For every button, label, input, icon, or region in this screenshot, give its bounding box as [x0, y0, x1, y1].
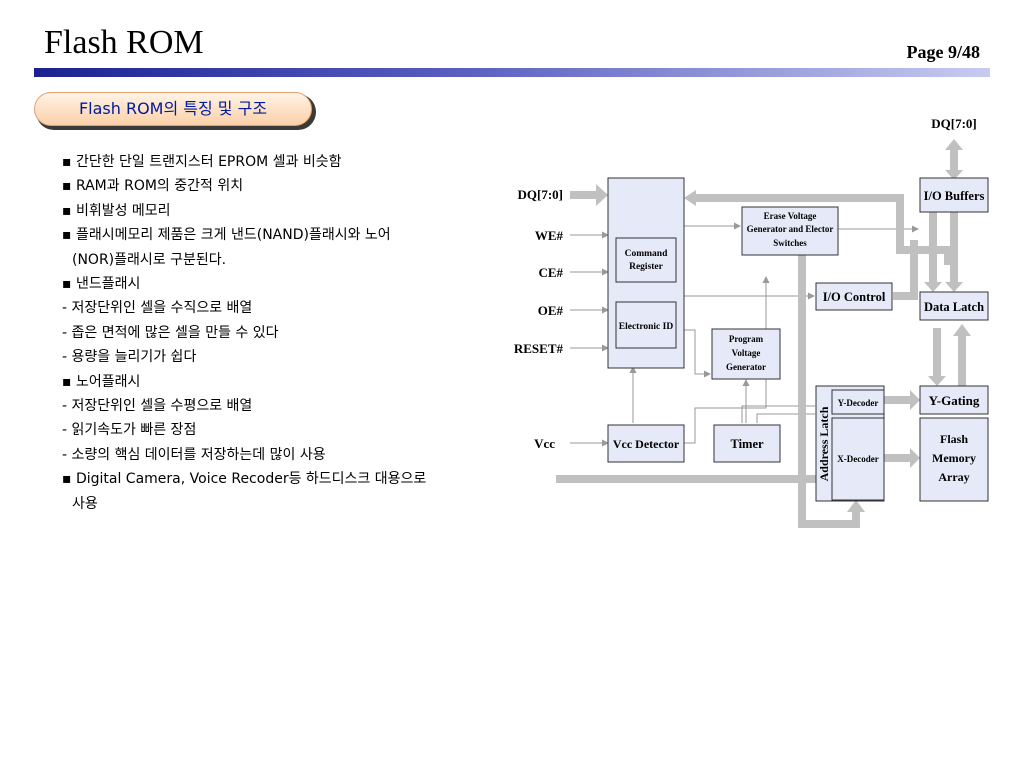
- sub-bullet-item: - 읽기속도가 빠른 장점: [62, 422, 197, 439]
- erase-voltage-line2: Generator and Elector: [747, 224, 834, 234]
- we-label: WE#: [535, 228, 564, 243]
- reset-label: RESET#: [514, 341, 564, 356]
- sub-bullet-item: - 저장단위인 셀을 수평으로 배열: [62, 398, 253, 415]
- bullet-item: ▪ Digital Camera, Voice Recoder등 하드디스크 대…: [62, 471, 427, 488]
- x-decoder-label: X-Decoder: [837, 454, 878, 464]
- program-voltage-line3: Generator: [726, 362, 766, 372]
- bullet-item: ▪ 비휘발성 메모리: [62, 202, 171, 219]
- vcc-detector-label: Vcc Detector: [613, 437, 680, 451]
- bullet-item: ▪ 노어플래시: [62, 373, 141, 390]
- vcc-label: Vcc: [534, 436, 555, 451]
- address-latch-label: Address Latch: [817, 406, 831, 481]
- y-gating-label: Y-Gating: [929, 393, 980, 408]
- command-register-line1: Command: [625, 249, 668, 259]
- title-underline-bar: [34, 68, 990, 77]
- sub-bullet-item: - 저장단위인 셀을 수직으로 배열: [62, 300, 253, 317]
- bullet-list: ▪ 간단한 단일 트랜지스터 EPROM 셀과 비슷함 ▪ RAM과 ROM의 …: [62, 150, 512, 516]
- timer-label: Timer: [730, 437, 764, 451]
- bullet-item: ▪ 플래시메모리 제품은 크게 낸드(NAND)플래시와 노어: [62, 227, 391, 244]
- flash-memory-line2: Memory: [932, 451, 976, 465]
- bullet-item: ▪ 간단한 단일 트랜지스터 EPROM 셀과 비슷함: [62, 154, 342, 170]
- sub-bullet-item: - 용량을 늘리기가 쉽다: [62, 349, 197, 366]
- data-latch-label: Data Latch: [924, 300, 984, 314]
- program-voltage-line1: Program: [729, 334, 764, 344]
- page-number: Page 9/48: [906, 42, 981, 62]
- sub-bullet-item: - 소량의 핵심 데이터를 저장하는데 많이 사용: [62, 446, 326, 463]
- electronic-id-label: Electronic ID: [619, 322, 674, 332]
- dq-input-label: DQ[7:0]: [518, 187, 564, 202]
- command-register-line2: Register: [629, 262, 664, 272]
- erase-voltage-line3: Switches: [773, 238, 807, 248]
- bullet-item: ▪ 낸드플래시: [62, 276, 141, 293]
- bullet-item-continuation: (NOR)플래시로 구분된다.: [72, 251, 227, 268]
- flash-memory-line3: Array: [938, 470, 969, 484]
- bus-arrows: [556, 139, 971, 528]
- bullet-item-continuation: 사용: [72, 495, 98, 512]
- io-buffers-label: I/O Buffers: [924, 189, 985, 203]
- page-title: Flash ROM: [44, 24, 204, 61]
- bullet-item: ▪ RAM과 ROM의 중간적 위치: [62, 178, 244, 195]
- y-decoder-label: Y-Decoder: [838, 398, 879, 408]
- oe-label: OE#: [538, 303, 564, 318]
- flash-rom-block-diagram: DQ[7:0] DQ[7:0] WE# CE# OE# RESET# Vcc C…: [514, 116, 989, 528]
- section-heading: Flash ROM의 특징 및 구조: [34, 92, 312, 126]
- program-voltage-line2: Voltage: [732, 348, 761, 358]
- blocks: [607, 177, 989, 502]
- flash-memory-line1: Flash: [940, 432, 968, 446]
- ce-label: CE#: [538, 265, 563, 280]
- sub-bullet-item: - 좁은 면적에 많은 셀을 만들 수 있다: [62, 324, 279, 341]
- erase-voltage-line1: Erase Voltage: [764, 211, 817, 221]
- dq-top-label: DQ[7:0]: [931, 116, 977, 131]
- io-control-label: I/O Control: [823, 290, 886, 304]
